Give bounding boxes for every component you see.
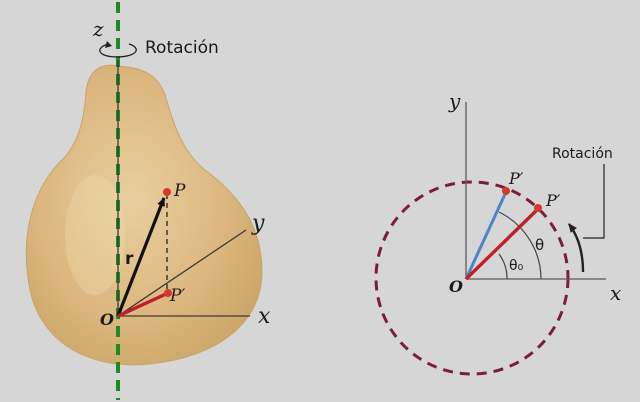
x-axis-label-right: x <box>610 281 621 305</box>
y-axis-label: y <box>251 211 265 236</box>
vector-red <box>464 207 540 281</box>
rotation-circle <box>374 180 570 376</box>
point-p-prime-label-right: P′ <box>545 191 561 210</box>
rotation-label-right: Rotación <box>552 146 613 162</box>
vector-r <box>116 197 166 317</box>
point-p-prime-upper-dot <box>502 187 510 195</box>
angle-theta-arc <box>498 211 542 280</box>
origin-label: O <box>100 310 114 329</box>
y-axis <box>117 229 247 317</box>
rigid-body <box>25 64 263 366</box>
rotation-leader-line <box>583 164 605 239</box>
y-axis-label-right: y <box>448 89 461 113</box>
point-p-dot <box>163 188 171 196</box>
point-p-prime-dot-right <box>534 204 542 212</box>
point-p-prime-dot <box>164 289 172 297</box>
point-p-label: P <box>173 181 186 201</box>
vector-blue <box>464 191 508 280</box>
angle-theta0-arc <box>498 253 508 280</box>
rotation-arrow-icon <box>99 41 137 58</box>
left-figure: z Rotación y x O P P′ r <box>25 2 271 400</box>
origin-label-right: O <box>449 277 463 296</box>
rotation-direction-arrow <box>568 223 585 273</box>
z-axis-label: z <box>92 17 104 41</box>
x-axis-label: x <box>258 304 271 329</box>
rotation-label-left: Rotación <box>145 38 219 58</box>
point-p-prime-label: P′ <box>169 286 185 306</box>
angle-theta0-label: θ₀ <box>509 258 524 274</box>
projection-vector <box>117 292 167 318</box>
body-highlight <box>65 175 125 295</box>
point-p-prime-upper-label: P′ <box>508 169 524 188</box>
vector-r-label: r <box>125 249 134 269</box>
angle-theta-label: θ <box>535 236 544 254</box>
right-figure: y x O P′ P′ θ θ₀ Rotación <box>374 89 621 376</box>
